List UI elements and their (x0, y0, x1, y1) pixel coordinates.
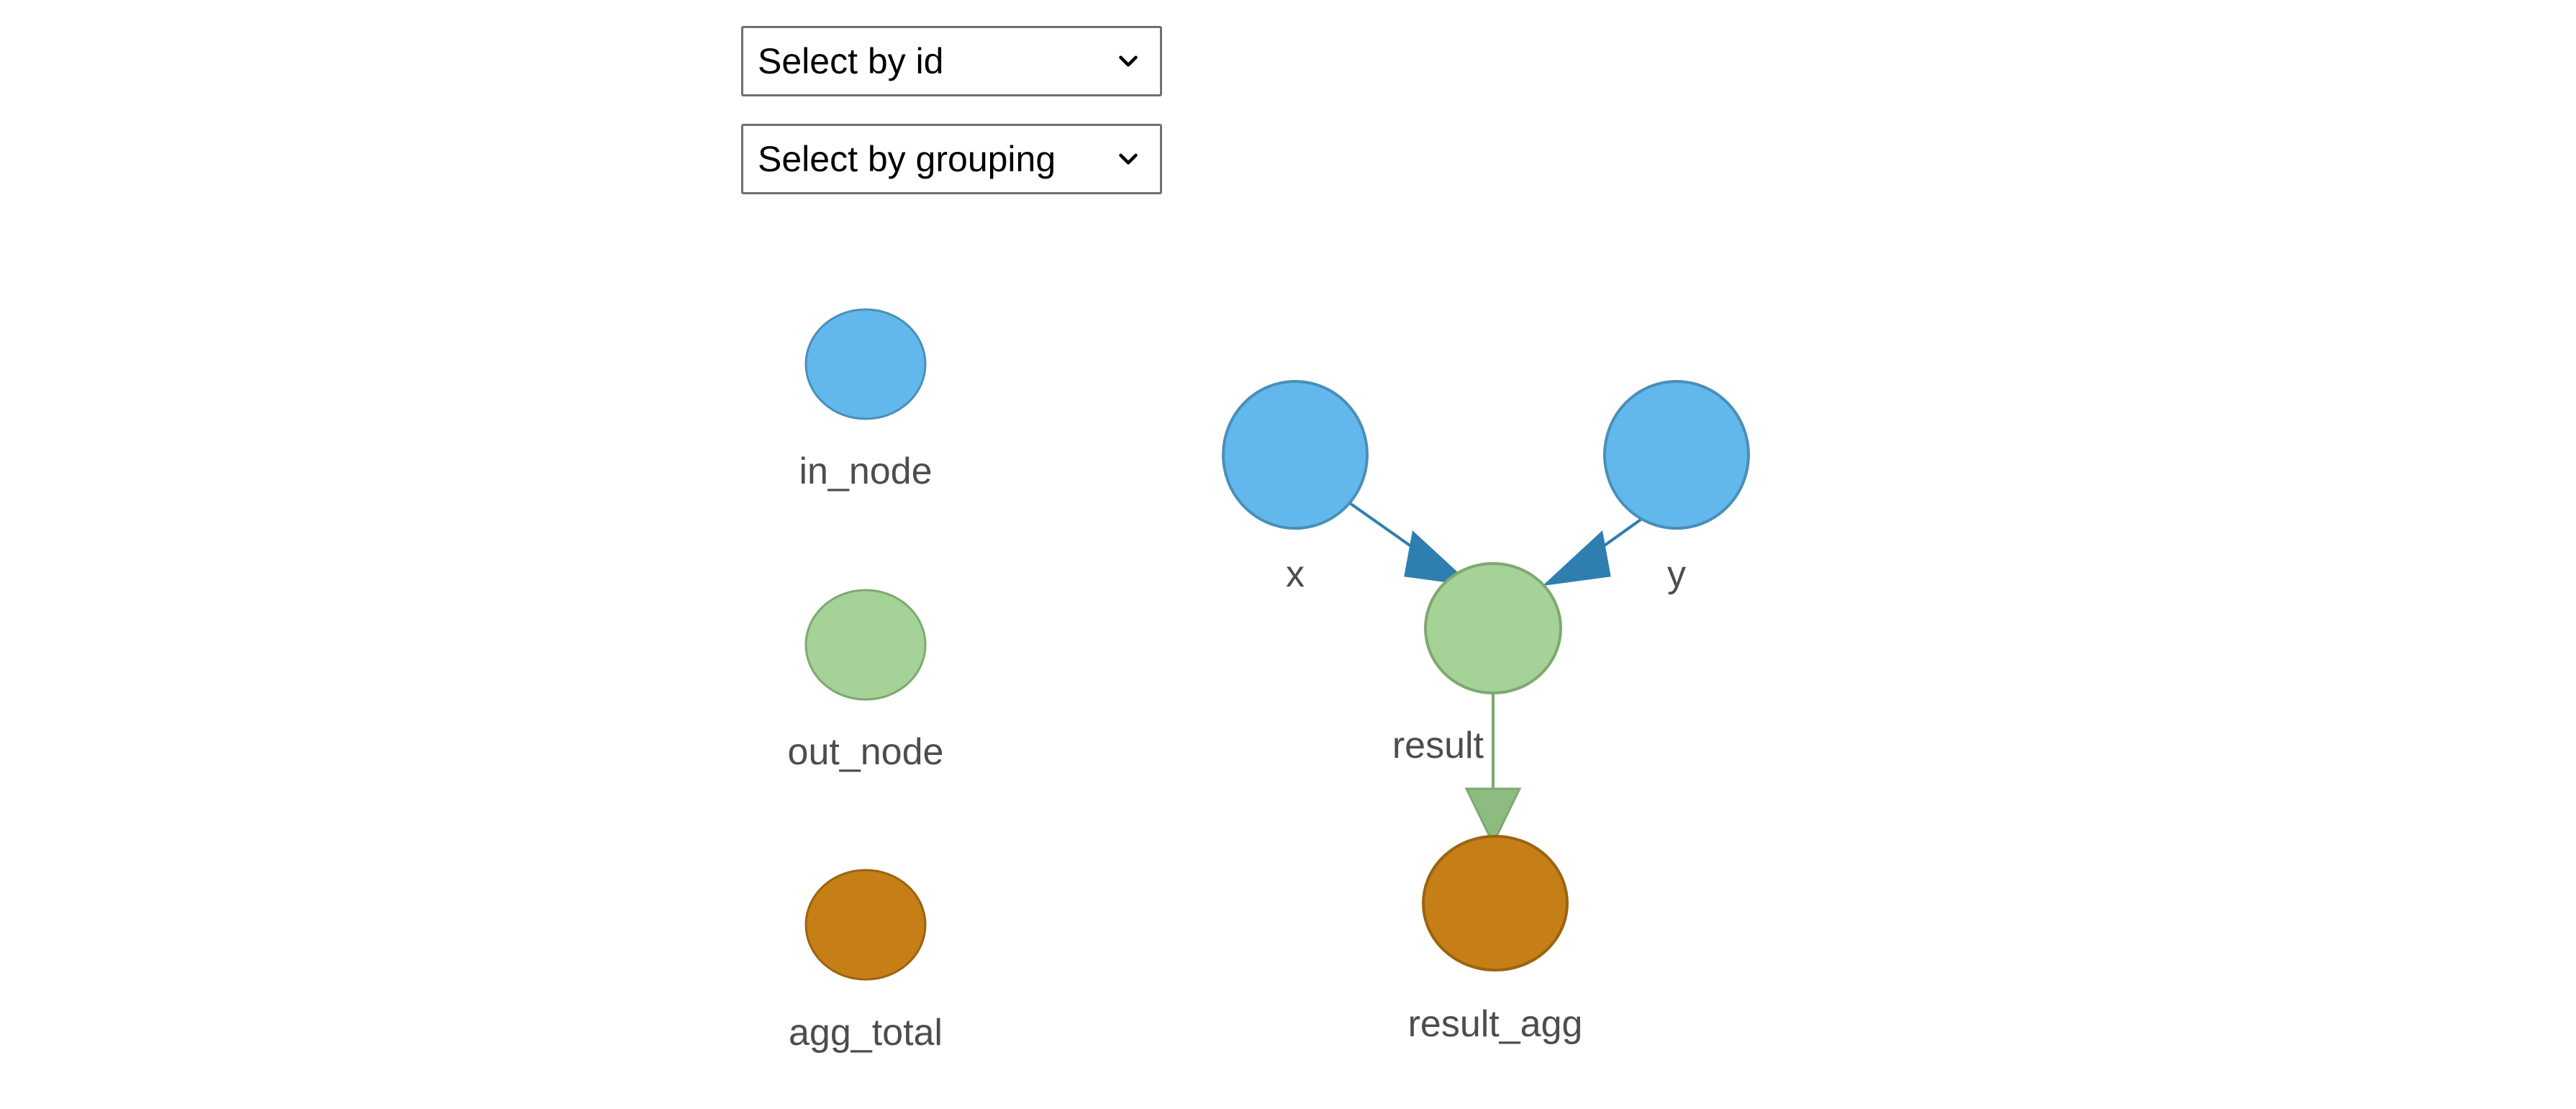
legend-swatch-in-node[interactable] (804, 308, 927, 420)
graph-node-result-agg[interactable]: result_agg (1408, 835, 1583, 1045)
legend-label-in-node: in_node (799, 451, 932, 492)
legend-label-agg-total: agg_total (789, 1012, 943, 1054)
node-circle-x[interactable] (1222, 380, 1369, 530)
select-by-grouping-dropdown[interactable]: Select by grouping (741, 124, 1162, 194)
select-by-grouping-value: Select by grouping (758, 139, 1056, 179)
graph-nodes: x y result_agg (1222, 380, 1750, 1045)
node-label-x: x (1286, 553, 1305, 595)
edge-label-result: result (1392, 725, 1484, 766)
legend-item-out-node[interactable]: out_node (788, 589, 944, 773)
graph-edges: result (1339, 495, 1674, 846)
legend-swatch-agg-total[interactable] (804, 869, 927, 981)
node-circle-y[interactable] (1603, 380, 1750, 530)
node-label-y: y (1667, 553, 1686, 595)
select-by-id-value: Select by id (758, 41, 944, 81)
legend-swatch-out-node[interactable] (804, 589, 927, 701)
edge-result-to-result-agg[interactable]: result (1392, 689, 1522, 846)
legend-item-agg-total[interactable]: agg_total (789, 869, 943, 1054)
graph-node-result[interactable] (1424, 562, 1562, 694)
node-circle-result-agg[interactable] (1422, 835, 1569, 972)
graph-node-y[interactable]: y (1603, 380, 1750, 595)
legend-label-out-node: out_node (788, 731, 944, 773)
graph-node-x[interactable]: x (1222, 380, 1369, 595)
chevron-down-icon[interactable] (1115, 146, 1141, 172)
select-by-id-dropdown[interactable]: Select by id (741, 26, 1162, 96)
legend: in_node out_node agg_total (788, 308, 944, 1054)
edge-x-to-result[interactable] (1339, 495, 1473, 587)
node-label-result-agg: result_agg (1408, 1003, 1583, 1045)
node-circle-result[interactable] (1424, 562, 1562, 694)
legend-item-in-node[interactable]: in_node (799, 308, 933, 492)
controls-panel: Select by id Select by grouping (741, 26, 1173, 222)
chevron-down-icon[interactable] (1115, 48, 1141, 74)
